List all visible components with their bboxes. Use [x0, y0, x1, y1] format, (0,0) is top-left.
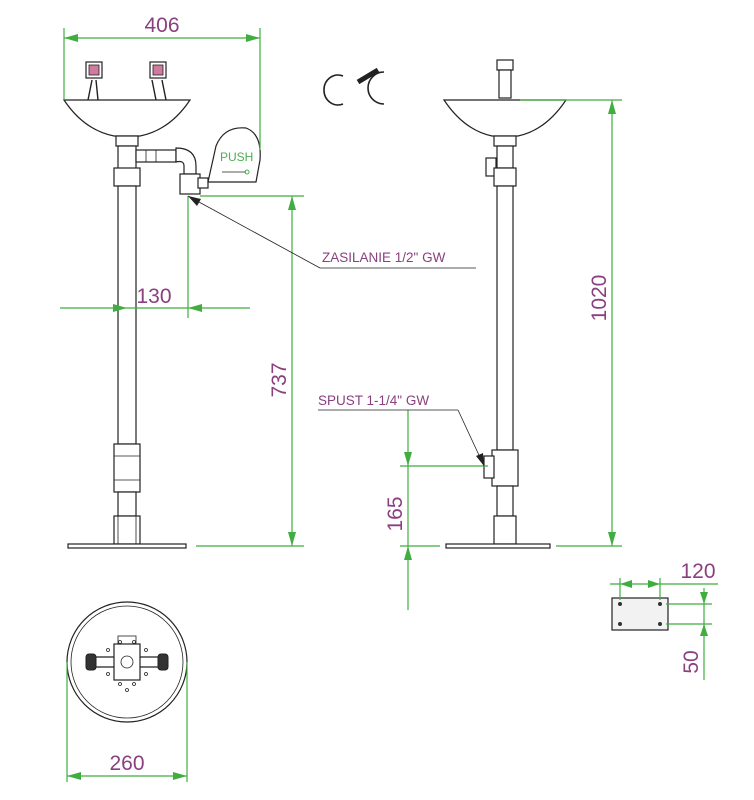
leader-lines — [187, 195, 485, 467]
dim-plate-width: 120 — [680, 560, 715, 583]
dim-height-drain: 165 — [384, 496, 407, 531]
ce-mark-icon — [323, 67, 385, 106]
dimension-lines — [60, 28, 718, 782]
dim-height-supply: 737 — [268, 362, 291, 397]
mounting-plate — [611, 597, 669, 631]
dim-offset: 130 — [136, 285, 171, 308]
supply-annotation: ZASILANIE 1/2" GW — [322, 250, 446, 265]
front-view: PUSH — [62, 61, 261, 549]
dim-base-diameter: 260 — [109, 752, 144, 775]
plan-view — [66, 601, 188, 723]
dim-height-total: 1020 — [588, 275, 611, 322]
drain-annotation: SPUST 1-1/4" GW — [318, 393, 429, 408]
side-view — [442, 59, 568, 549]
push-label: PUSH — [220, 150, 253, 164]
dim-plate-height: 50 — [680, 650, 703, 673]
dim-width-top: 406 — [144, 14, 179, 37]
